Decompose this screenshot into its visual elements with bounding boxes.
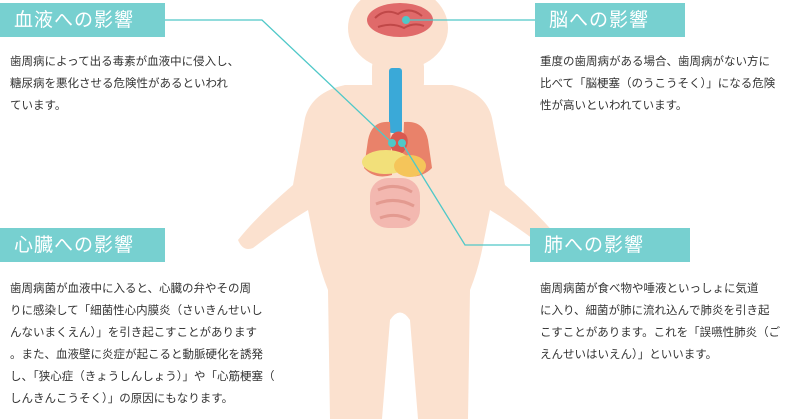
lung-connector-line xyxy=(401,142,530,246)
heart-effect-text: 歯周病菌が血液中に入ると、心臓の弁やその周 りに感染して「細菌性心内膜炎（さいき… xyxy=(10,281,275,405)
blood-connector-dot xyxy=(388,139,396,147)
blood-effect-text: 歯周病によって出る毒素が血液中に侵入し、 糖尿病を悪化させる危険性があるといわれ… xyxy=(10,54,240,112)
connector-lines xyxy=(165,19,535,246)
blood-connector-line xyxy=(165,19,393,144)
intestines-icon xyxy=(370,178,420,228)
brain-icon xyxy=(367,3,433,37)
brain-effect-title: 脳への影響 xyxy=(535,3,685,37)
blood-effect-title: 血液への影響 xyxy=(0,3,165,37)
connector-dots xyxy=(388,16,410,147)
lung-effect-title: 肺への影響 xyxy=(530,228,690,262)
brain-connector-dot xyxy=(402,16,410,24)
trachea-vessel xyxy=(389,68,402,133)
heart-effect-title: 心臓への影響 xyxy=(0,228,165,262)
brain-effect-text: 重度の歯周病がある場合、歯周病がない方に 比べて「脳梗塞（のうこうそく）」になる… xyxy=(540,54,776,112)
stomach-icon xyxy=(394,155,426,177)
lung-effect-text: 歯周病菌が食べ物や唾液といっしょに気道 に入り、細菌が肺に流れ込んで肺炎を引き起… xyxy=(540,281,781,361)
lung-connector-dot xyxy=(398,139,406,147)
